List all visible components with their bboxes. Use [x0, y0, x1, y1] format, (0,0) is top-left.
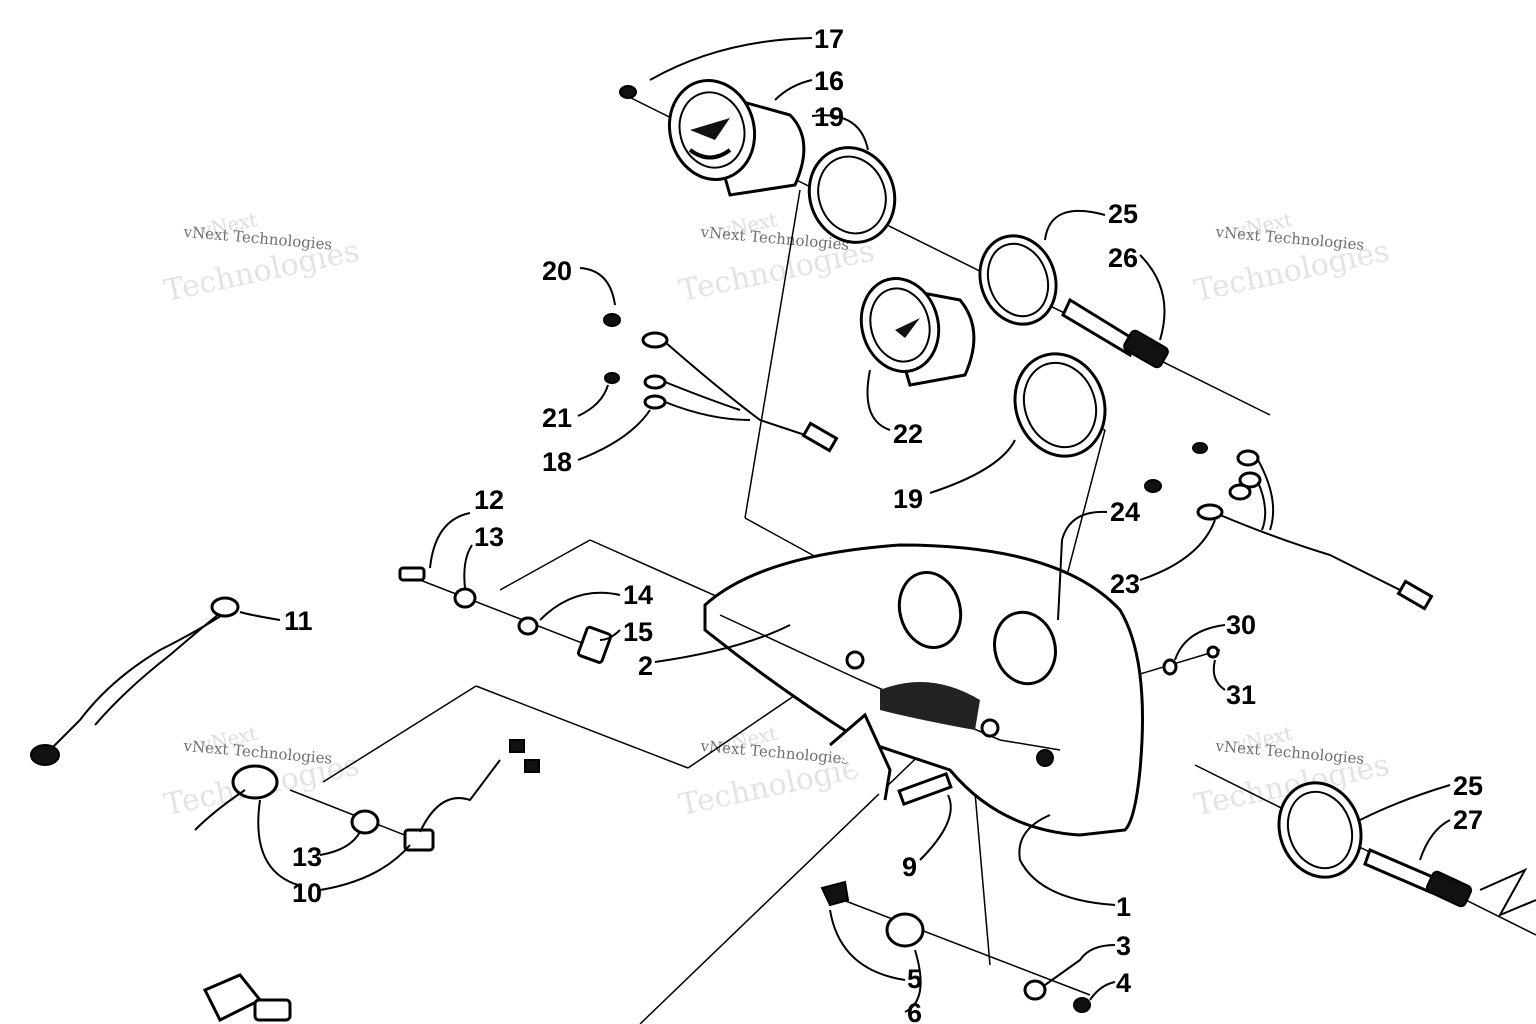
callout-31: 31	[1226, 680, 1256, 710]
gauge-16	[667, 78, 806, 197]
callout-17: 17	[814, 24, 844, 54]
callout-1: 1	[1116, 892, 1131, 922]
cable-26	[1061, 297, 1169, 369]
callout-22: 22	[893, 419, 923, 449]
bulb-17	[619, 85, 637, 99]
callout-18: 18	[542, 447, 572, 477]
lower-left-parts	[202, 973, 292, 1023]
cable-27	[1363, 847, 1536, 918]
callout-20: 20	[542, 256, 572, 286]
bracket-9	[829, 712, 953, 807]
dash-panel-1	[703, 543, 1144, 837]
callout-9: 9	[902, 852, 917, 882]
watermark-top-right: vNext Technologies vNext Technologies	[1191, 209, 1392, 309]
callout-16: 16	[814, 66, 844, 96]
harness-18	[603, 313, 839, 453]
callout-12: 12	[474, 485, 504, 515]
gauge-22	[859, 277, 976, 387]
callout-14: 14	[623, 580, 653, 610]
callout-27: 27	[1453, 805, 1483, 835]
harness-23	[1144, 442, 1434, 611]
callout-11: 11	[284, 606, 313, 636]
callout-25-lower: 25	[1453, 771, 1483, 801]
callout-21: 21	[542, 403, 572, 433]
watermark-top-left: vNext Technologies vNext Technologies	[161, 209, 362, 309]
lower-parts	[820, 880, 1091, 1013]
cable-11	[30, 596, 240, 766]
callout-23: 23	[1110, 569, 1140, 599]
bezel-25-lower	[1277, 781, 1363, 879]
leader-lines	[239, 37, 1451, 1013]
grommet-30	[1162, 645, 1220, 676]
callout-25-upper: 25	[1108, 199, 1138, 229]
callout-13-upper: 13	[474, 522, 504, 552]
callout-19-lower: 19	[893, 484, 923, 514]
callout-15: 15	[623, 617, 653, 647]
bezel-19-lower	[1013, 352, 1107, 458]
callout-2: 2	[638, 651, 653, 681]
bezel-25-upper	[978, 234, 1058, 326]
callout-4: 4	[1116, 968, 1131, 998]
callout-5: 5	[907, 964, 922, 994]
callout-26: 26	[1108, 243, 1138, 273]
callout-3: 3	[1116, 931, 1131, 961]
callout-30: 30	[1226, 610, 1256, 640]
callout-13-lower: 13	[292, 842, 322, 872]
switch-parts-upper	[398, 566, 613, 664]
callout-19-upper: 19	[814, 102, 844, 132]
callout-24: 24	[1110, 497, 1140, 527]
callout-labels: 17 16 19 25 26 20 21 18 22 19 24 23 12 1…	[284, 24, 1483, 1024]
bezel-19-upper	[807, 146, 897, 244]
callout-6: 6	[907, 998, 922, 1024]
callout-10: 10	[292, 878, 322, 908]
ignition-10	[194, 739, 540, 852]
